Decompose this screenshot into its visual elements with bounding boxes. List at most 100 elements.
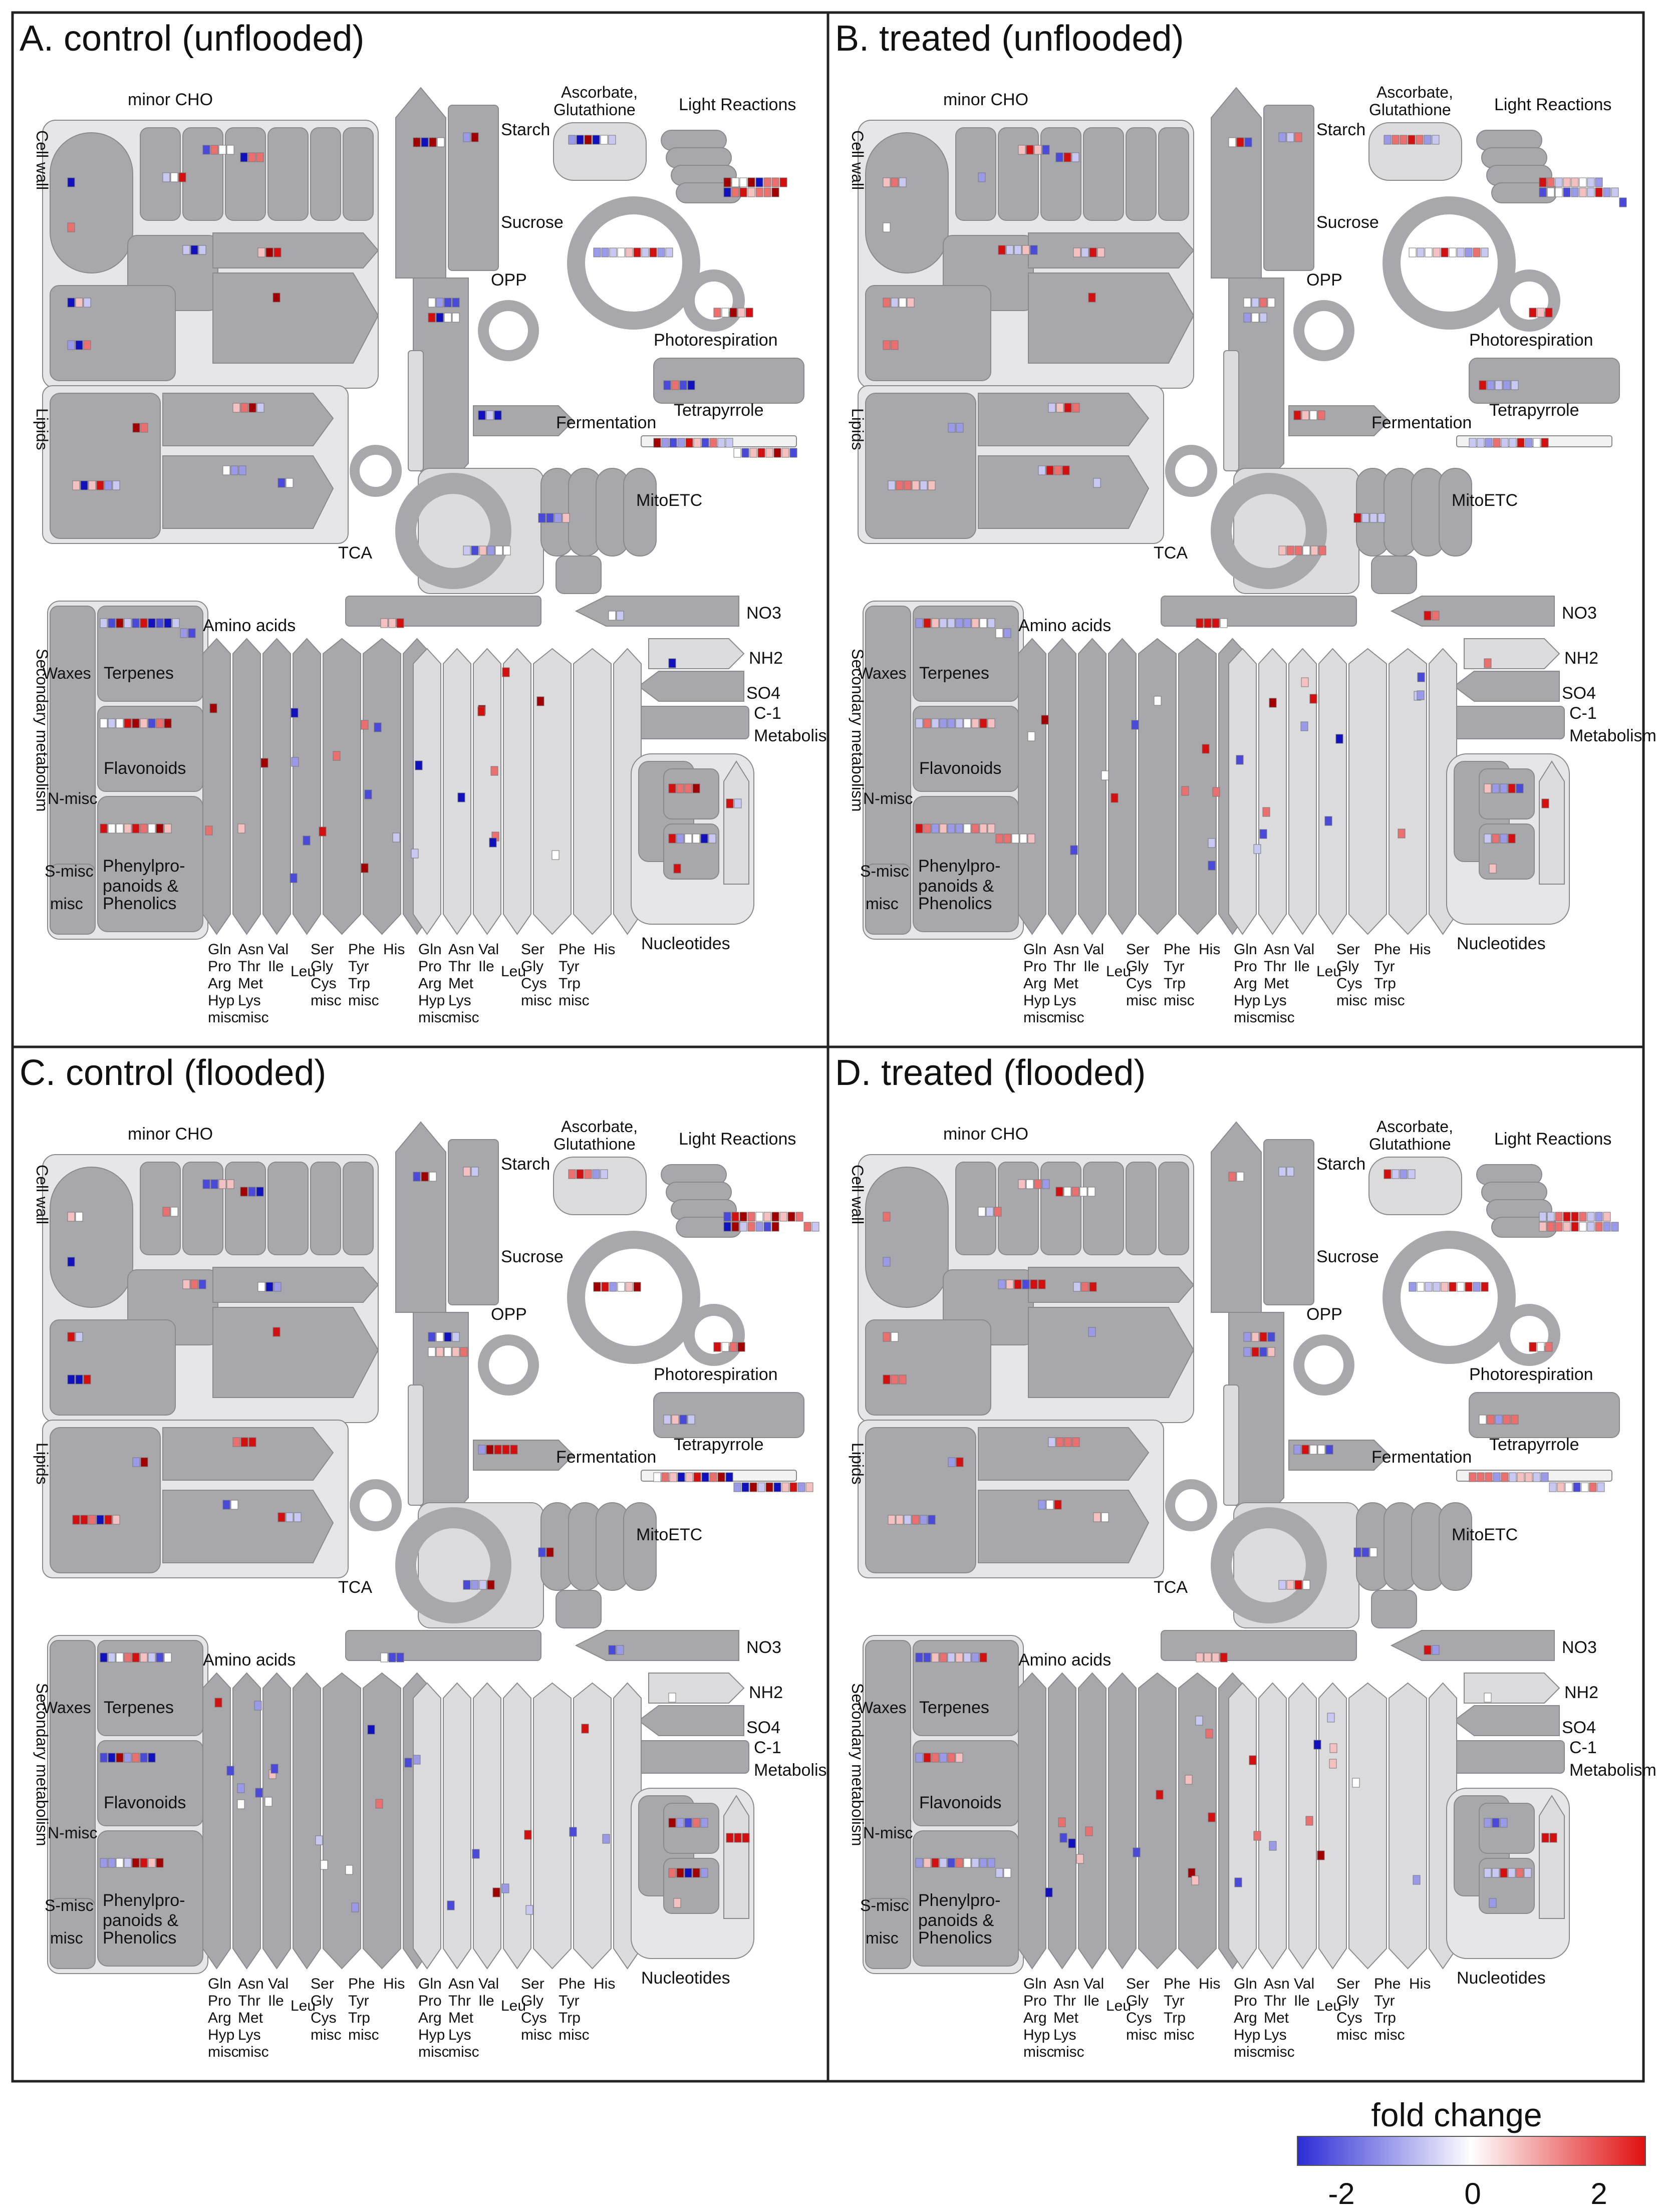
expression-tile xyxy=(923,1753,931,1763)
expression-tile xyxy=(320,1860,328,1870)
expression-tile xyxy=(1329,1743,1337,1753)
expression-tile xyxy=(1181,786,1189,796)
expression-tile xyxy=(428,1332,436,1342)
expression-tile xyxy=(661,438,669,448)
aa-column-dark-0 xyxy=(1018,638,1046,935)
amino-acids-label: Amino acids xyxy=(203,1650,296,1670)
expression-tile xyxy=(747,1222,755,1232)
expression-tile xyxy=(140,823,148,834)
expression-tile xyxy=(939,1858,947,1868)
starch-label: Starch xyxy=(1316,120,1365,139)
expression-tile xyxy=(883,177,891,187)
aa-label-light-5-1: Tyr xyxy=(559,1993,580,2009)
expression-tile xyxy=(156,1858,164,1868)
expression-tile xyxy=(723,1212,731,1222)
expression-tile xyxy=(1317,1850,1325,1860)
expression-tile xyxy=(1539,1212,1547,1222)
expression-tile xyxy=(773,1482,781,1492)
expression-tile xyxy=(1022,245,1030,255)
nucleotides-b xyxy=(663,768,719,819)
aa-label-dark-5-0: Phe xyxy=(348,941,375,958)
expression-tile xyxy=(749,1482,757,1492)
expression-tile xyxy=(717,1472,725,1482)
calvin-ring xyxy=(567,196,700,330)
expression-tile xyxy=(75,340,83,350)
expression-tile xyxy=(1208,861,1216,871)
expression-tile xyxy=(978,1207,986,1217)
expression-tile xyxy=(1477,1472,1485,1482)
aa-label-light-2-0: Val xyxy=(478,1976,499,1992)
expression-tile xyxy=(80,1515,88,1525)
expression-tile xyxy=(108,1858,116,1868)
expression-tile xyxy=(687,1415,695,1425)
aa-column-dark-0 xyxy=(202,1672,231,1970)
aa-label-dark-4-2: Cys xyxy=(1126,2010,1152,2026)
expression-tile xyxy=(108,618,116,628)
expression-tile xyxy=(923,718,931,728)
cho-arrow-big xyxy=(212,1307,379,1398)
expression-tile xyxy=(1555,177,1563,187)
lipids-arrow-top xyxy=(978,393,1150,446)
expression-tile xyxy=(1611,187,1619,197)
minor-cho-5 xyxy=(1126,127,1157,221)
s-misc-label: S-misc xyxy=(860,1896,909,1914)
expression-tile xyxy=(96,480,104,490)
expression-tile xyxy=(1073,1282,1081,1292)
expression-tile xyxy=(915,1652,923,1663)
expression-tile xyxy=(1571,1212,1579,1222)
expression-tile xyxy=(797,1482,805,1492)
expression-tile xyxy=(1243,1332,1251,1342)
mitoetc-small xyxy=(1371,1590,1417,1628)
expression-tile xyxy=(562,513,570,523)
expression-tile xyxy=(692,783,700,793)
aa-label-dark-0-2: Arg xyxy=(1023,2010,1047,2026)
expression-tile xyxy=(240,1187,248,1197)
expression-tile xyxy=(1492,1818,1500,1828)
expression-tile xyxy=(1485,1472,1493,1482)
cho-arrow-small xyxy=(212,1267,379,1303)
expression-tile xyxy=(700,1868,708,1878)
cell-wall-label: Cell wall xyxy=(33,1165,51,1224)
expression-tile xyxy=(1042,1179,1050,1189)
expression-tile xyxy=(162,1207,170,1217)
expression-tile xyxy=(524,1830,532,1840)
expression-tile xyxy=(1101,1512,1109,1522)
expression-tile xyxy=(1054,465,1062,475)
expression-tile xyxy=(1432,611,1440,621)
expression-tile xyxy=(1301,410,1309,420)
expression-tile xyxy=(928,480,936,490)
expression-tile xyxy=(721,308,729,318)
expression-tile xyxy=(1018,1179,1026,1189)
aa-label-dark-1-3: Lys xyxy=(238,992,261,1009)
aa-label-light-0-4: misc xyxy=(418,1009,449,1026)
expression-tile xyxy=(1204,618,1212,628)
aa-column-light-4 xyxy=(1348,1682,1387,1970)
expression-tile xyxy=(494,410,502,420)
expression-tile xyxy=(1425,1282,1433,1292)
expression-tile xyxy=(1133,1847,1141,1857)
expression-tile xyxy=(608,135,616,145)
cho-arrow-big xyxy=(212,272,379,364)
expression-tile xyxy=(1352,1778,1360,1788)
flavonoids-label: Flavonoids xyxy=(919,759,1001,778)
expression-tile xyxy=(132,1753,140,1763)
expression-tile xyxy=(701,1472,709,1482)
aa-label-dark-0-2: Arg xyxy=(208,2010,231,2026)
tca-ring xyxy=(395,473,511,589)
expression-tile xyxy=(1072,403,1080,413)
expression-tile xyxy=(178,172,186,182)
expression-tile xyxy=(132,823,140,834)
expression-tile xyxy=(319,826,327,837)
expression-tile xyxy=(948,1457,956,1467)
expression-tile xyxy=(554,513,562,523)
aa-label-dark-2-0: Val xyxy=(1083,941,1104,958)
calvin-ring xyxy=(1383,1231,1516,1364)
expression-tile xyxy=(140,423,148,433)
expression-tile xyxy=(240,403,248,413)
expression-tile xyxy=(1495,380,1503,390)
expression-tile xyxy=(1479,1415,1487,1425)
ascorbate-label: Ascorbate, xyxy=(561,1118,638,1136)
expression-tile xyxy=(67,1374,75,1385)
minor-cho-2 xyxy=(998,1162,1039,1255)
